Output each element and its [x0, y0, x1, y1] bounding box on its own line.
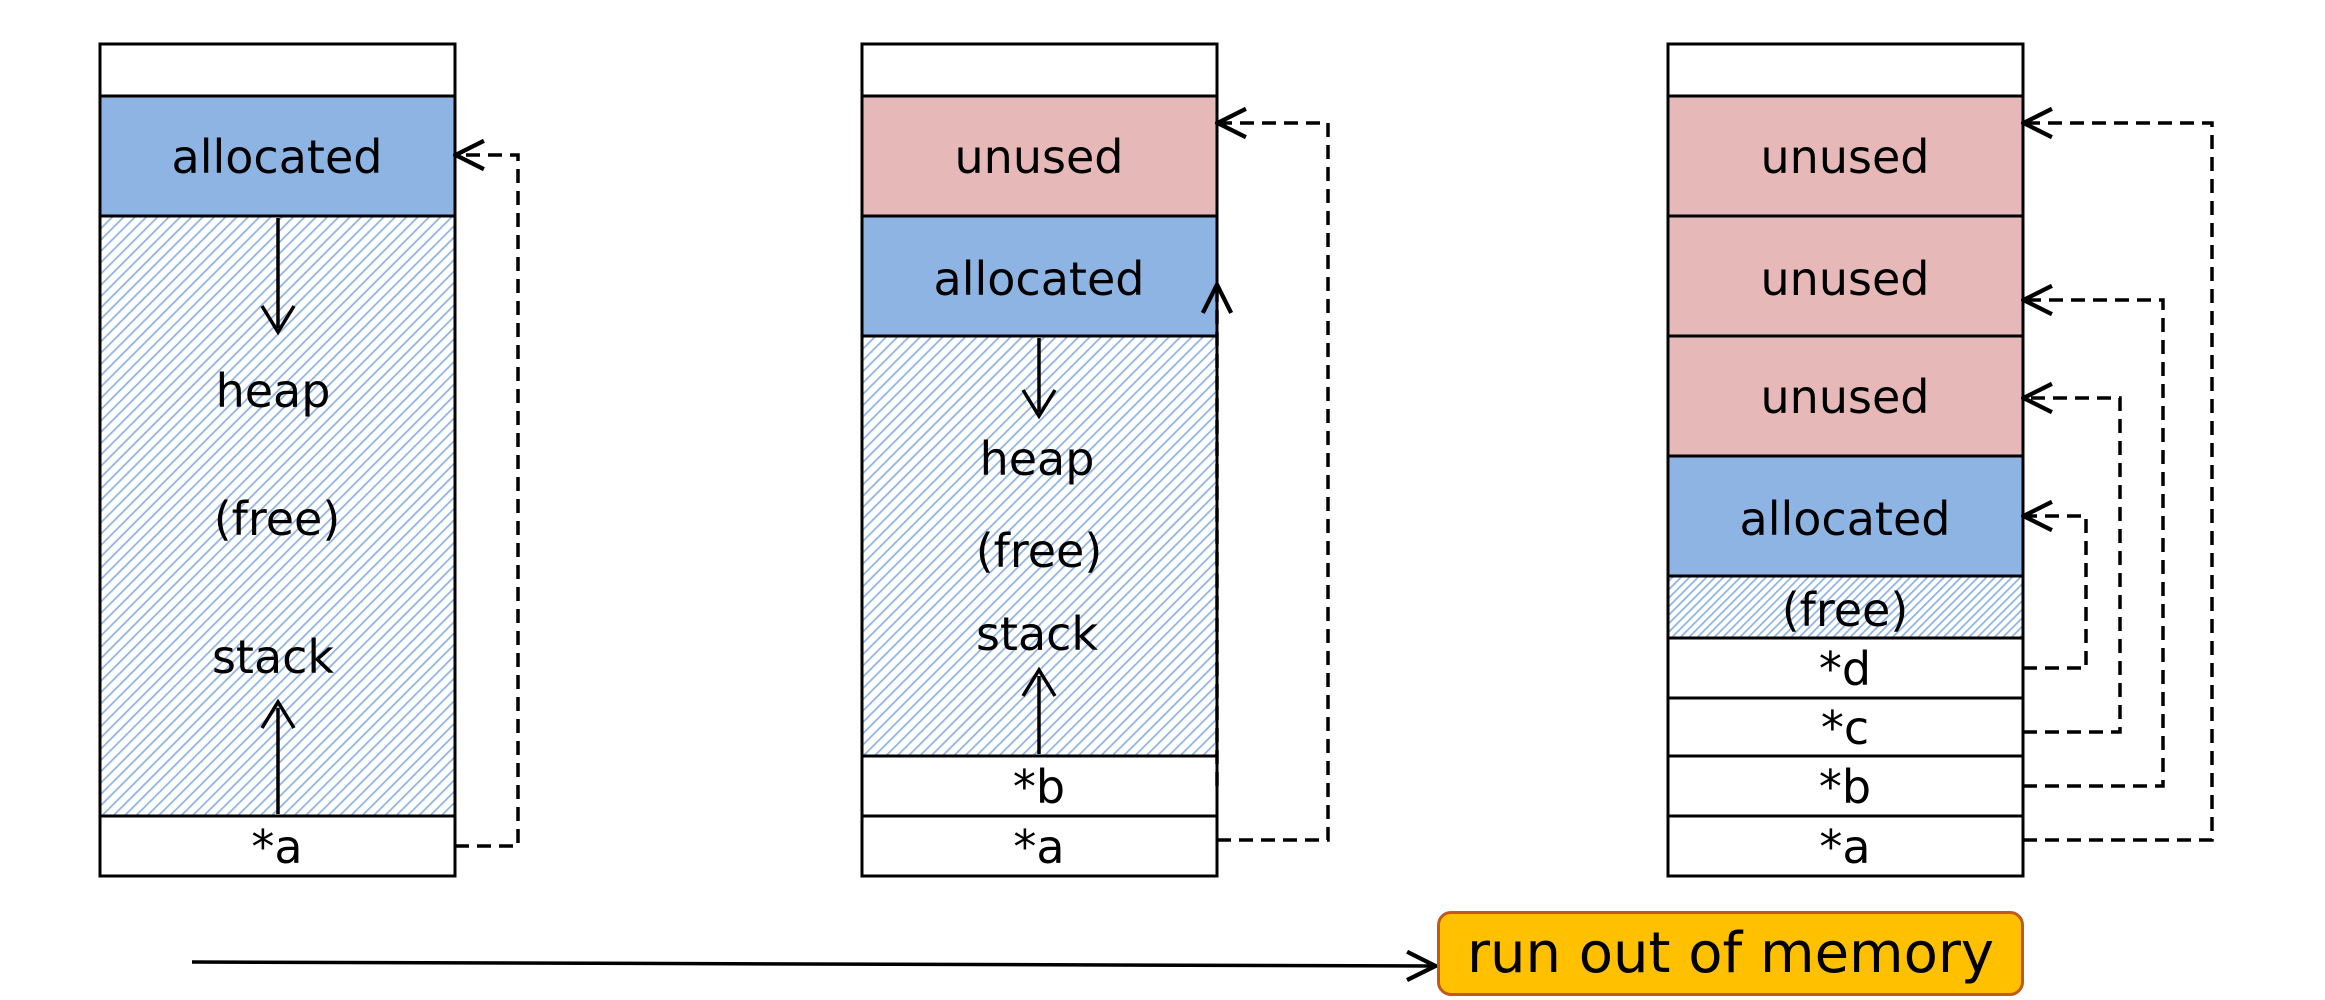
unused-block-1: [1666, 94, 2025, 218]
panel-3: unused unused unused allocated (free) *d…: [1666, 42, 2214, 878]
pointer-c-cell: [1666, 696, 2025, 758]
free-region: [1666, 574, 2025, 640]
unused-label-2: unused: [1761, 252, 1930, 306]
pointer-b-label: *b: [1819, 760, 1871, 814]
unused-label-3: unused: [1761, 370, 1930, 424]
unused-block-3: [1666, 334, 2025, 458]
unused-block: [860, 94, 1219, 218]
heap-arrowhead: [260, 305, 296, 336]
pointer-d-label: *d: [1819, 642, 1871, 696]
unused-block-2: [1666, 214, 2025, 338]
top-block: [98, 42, 457, 98]
pointer-b-cell: [860, 754, 1219, 818]
allocated-label: allocated: [1740, 492, 1951, 546]
status-label: run out of memory: [1466, 921, 1995, 986]
pointer-d-arrow: [2023, 516, 2088, 670]
top-block: [860, 42, 1219, 98]
unused-label-1: unused: [1761, 130, 1930, 184]
pointer-a-label: *a: [1013, 820, 1064, 874]
heap-label: heap: [216, 364, 331, 418]
status-box: run out of memory: [1437, 911, 2024, 996]
stack-arrowhead: [260, 698, 296, 729]
pointer-a-arrow: [455, 155, 520, 848]
pointer-a-label: *a: [1819, 820, 1870, 874]
pointer-a-cell: [1666, 814, 2025, 878]
allocated-label: allocated: [172, 130, 383, 184]
allocated-block: [860, 214, 1219, 338]
panel-2: unused allocated heap (free) stack *b *a: [860, 42, 1330, 878]
allocated-block: [98, 94, 457, 218]
pointer-a-cell: [860, 814, 1219, 878]
free-label: (free): [214, 492, 341, 546]
stack-label: stack: [976, 607, 1098, 661]
stack-arrowhead: [1021, 666, 1057, 697]
pointer-c-arrow: [2023, 398, 2122, 734]
free-label: (free): [976, 524, 1103, 578]
free-label: (free): [1782, 583, 1909, 637]
pointer-a-cell: [98, 814, 457, 878]
top-block: [1666, 42, 2025, 98]
pointer-b-label: *b: [1013, 760, 1065, 814]
pointer-b-arrow: [2023, 300, 2165, 788]
pointer-a-arrow: [1217, 123, 1330, 842]
timeline-arrow: [191, 962, 1434, 966]
unused-label: unused: [955, 130, 1124, 184]
pointer-a-label: *a: [251, 820, 302, 874]
allocated-label: allocated: [934, 252, 1145, 306]
panel-1: allocated heap (free) stack *a: [98, 42, 520, 878]
heap-label: heap: [980, 432, 1095, 486]
pointer-c-label: *c: [1821, 701, 1869, 755]
heap-arrowhead: [1021, 389, 1057, 420]
stack-label: stack: [212, 630, 334, 684]
pointer-a-arrow: [2023, 123, 2214, 842]
